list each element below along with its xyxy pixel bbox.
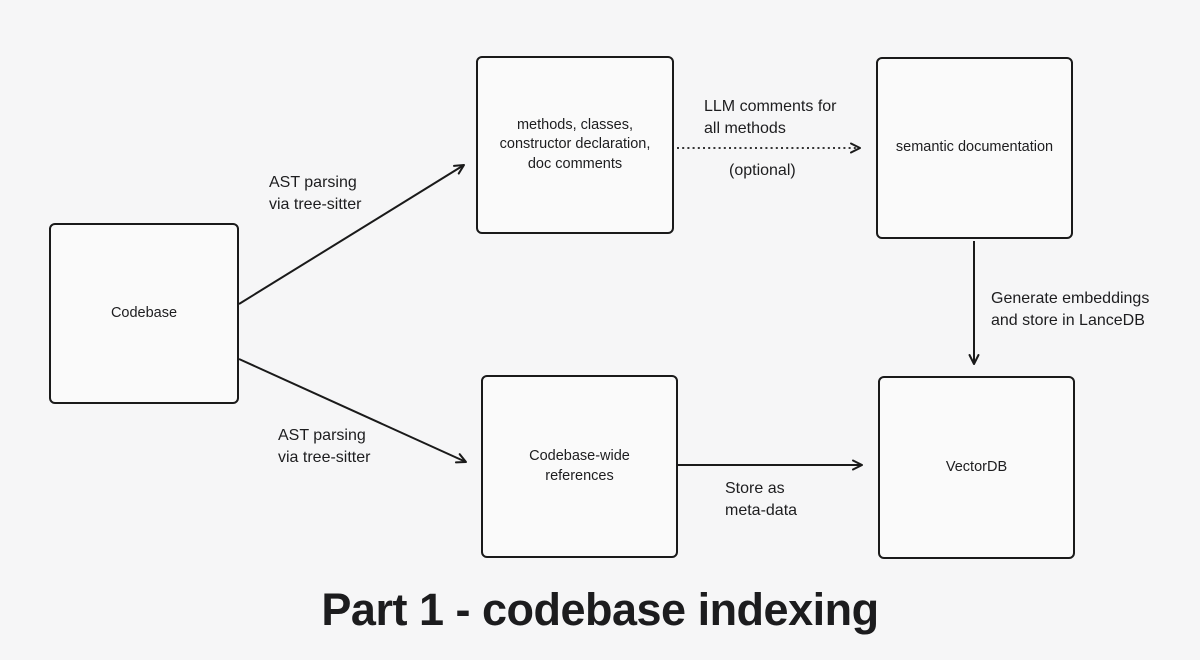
node-vectordb: VectorDB — [878, 376, 1075, 559]
edge-label-ast-parsing-top: AST parsing via tree-sitter — [269, 174, 362, 214]
node-methods-classes-label: methods, classes, constructor declaratio… — [499, 116, 651, 172]
edge-label-store-as-metadata: Store as meta-data — [725, 480, 798, 520]
node-codebase-wide-references: Codebase-wide references — [481, 375, 678, 558]
node-semantic-documentation-label: semantic documentation — [895, 139, 1054, 156]
node-vectordb-label: VectorDB — [945, 458, 1008, 475]
edge-label-llm-comments: LLM comments for all methods — [704, 98, 837, 138]
node-codebase-wide-references-label: Codebase-wide references — [529, 447, 630, 484]
node-codebase: Codebase — [49, 223, 239, 404]
edge-label-optional-note: (optional) — [729, 162, 796, 179]
edge-label-ast-parsing-bottom: AST parsing via tree-sitter — [278, 427, 371, 467]
node-semantic-documentation: semantic documentation — [876, 57, 1073, 239]
edge-label-generate-embeddings: Generate embeddings and store in LanceDB — [991, 290, 1150, 330]
node-codebase-label: Codebase — [110, 304, 178, 321]
node-methods-classes: methods, classes, constructor declaratio… — [476, 56, 674, 234]
diagram-title: Part 1 - codebase indexing — [321, 584, 879, 635]
